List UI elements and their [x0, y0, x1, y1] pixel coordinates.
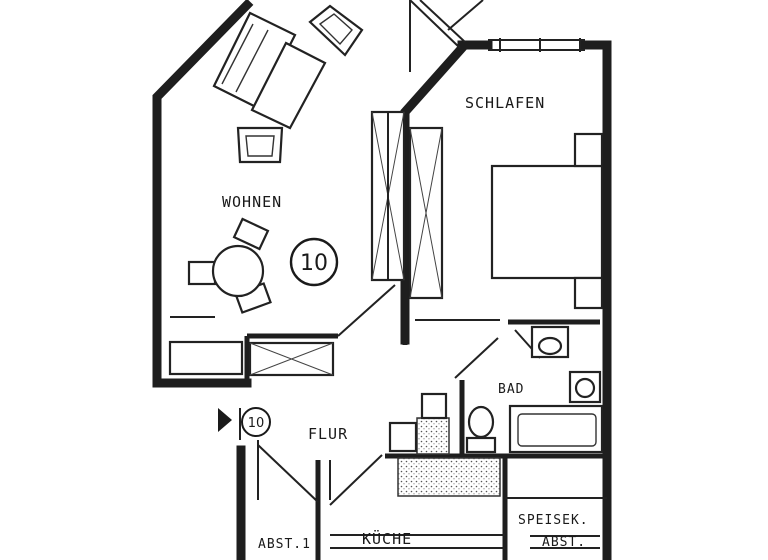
sofa [212, 11, 297, 110]
room-label-wohnen: WOHNEN [222, 193, 282, 211]
dining-table [187, 217, 272, 314]
wardrobe-left [370, 110, 406, 282]
room-label-speisekammer: SPEISEK. [518, 513, 589, 528]
unit-number-badge: 10 [289, 237, 339, 287]
armchair-left [236, 126, 284, 164]
kitchen-fixtures [330, 392, 600, 549]
armchair-top [308, 4, 364, 57]
room-label-abstell: ABST.1 [258, 537, 311, 552]
wardrobe-flur [248, 341, 335, 377]
entrance-number-badge: 10 [241, 407, 271, 437]
entrance-arrow [218, 408, 241, 440]
bed [490, 132, 604, 310]
room-label-kueche: KÜCHE [362, 529, 412, 548]
sideboard [168, 340, 244, 376]
room-label-flur: FLUR [308, 425, 348, 443]
bathroom-fixtures [465, 325, 604, 454]
room-label-schlafen: SCHLAFEN [465, 94, 545, 112]
room-label-speisekammer-abst: ABST. [542, 535, 586, 550]
entrance-number: 10 [248, 416, 265, 431]
coffee-table [250, 41, 327, 130]
room-label-bad: BAD [498, 382, 524, 397]
interior-walls [244, 284, 607, 560]
wardrobe-right [408, 126, 444, 300]
unit-number: 10 [300, 251, 328, 276]
